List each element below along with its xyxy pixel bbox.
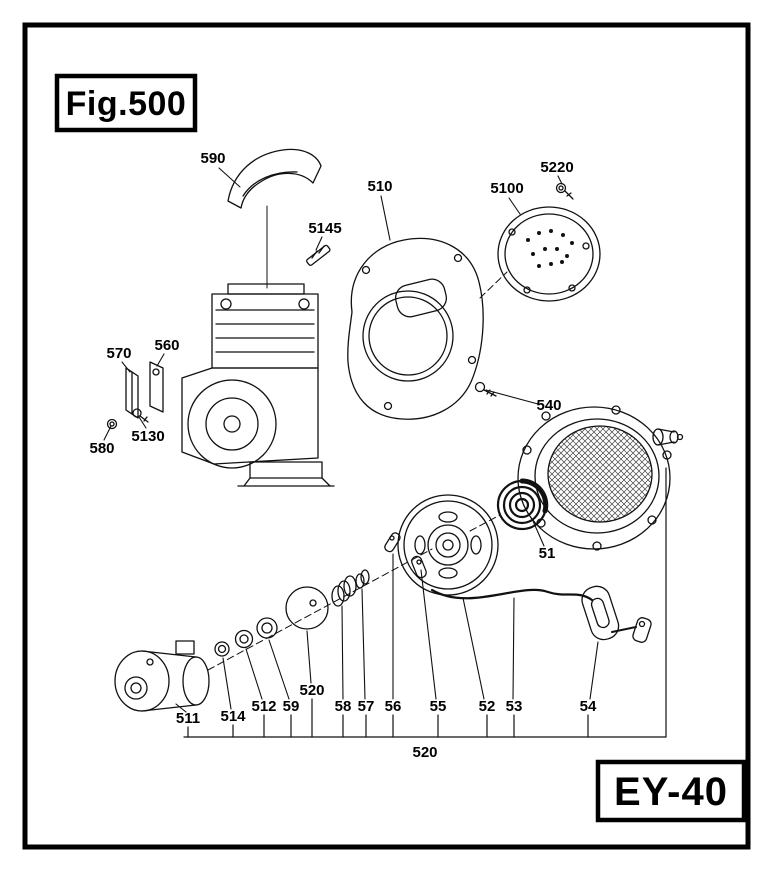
part-label-520: 520 [299, 682, 324, 699]
group-bracket [183, 467, 667, 738]
part-handle [581, 585, 652, 643]
part-label-580: 580 [89, 440, 114, 457]
part-spiral-spring [496, 478, 549, 531]
figure-label-box: Fig.500 [54, 73, 198, 133]
part-label-570: 570 [106, 345, 131, 362]
group-label-520: 520 [412, 744, 437, 761]
part-label-55: 55 [430, 698, 447, 715]
part-label-59: 59 [283, 698, 300, 715]
part-label-57: 57 [358, 698, 375, 715]
part-label-5145: 5145 [308, 220, 341, 237]
model-label-box: EY-40 [595, 759, 747, 823]
part-label-512: 512 [251, 698, 276, 715]
part-bolt-540 [474, 381, 497, 397]
part-engine-block [181, 283, 335, 487]
figure-label: Fig.500 [66, 85, 187, 123]
part-fan-plate [497, 206, 601, 302]
part-blower-housing [347, 237, 484, 420]
part-bracket-570 [125, 367, 139, 419]
part-label-5220: 5220 [540, 159, 573, 176]
part-spring-57 [355, 569, 370, 589]
part-label-56: 56 [385, 698, 402, 715]
leader-lines [103, 167, 599, 713]
part-pawl-55 [411, 555, 427, 579]
part-bracket-560 [149, 361, 164, 413]
part-label-560: 560 [154, 337, 179, 354]
part-label-511: 511 [176, 710, 200, 727]
part-screw-set [306, 244, 331, 266]
part-plate-520 [285, 586, 329, 630]
part-bolt-5130 [132, 408, 149, 423]
part-label-590: 590 [200, 150, 225, 167]
page-border [22, 22, 751, 850]
part-spring-58 [331, 575, 357, 607]
part-washer-59 [256, 617, 278, 639]
part-muffler [114, 640, 210, 712]
part-washer-512 [234, 629, 254, 649]
part-starter-rope [430, 588, 594, 602]
part-label-52: 52 [479, 698, 496, 715]
part-label-540: 540 [536, 397, 561, 414]
part-pawl-56 [384, 532, 401, 553]
part-nut-514 [214, 641, 230, 657]
part-bolt-580 [106, 418, 118, 430]
part-starter-pulley [397, 494, 499, 596]
assembly-axes [207, 271, 508, 671]
part-label-514: 514 [220, 708, 246, 725]
rope-guide [652, 428, 684, 446]
part-starter-case [517, 405, 684, 551]
part-label-54: 54 [580, 698, 597, 715]
part-air-shroud-cover [227, 148, 322, 289]
part-label-5130: 5130 [131, 428, 164, 445]
part-label-58: 58 [335, 698, 352, 715]
part-bolt-5220 [555, 182, 574, 200]
part-label-53: 53 [506, 698, 523, 715]
model-label: EY-40 [614, 770, 728, 814]
part-label-51: 51 [539, 545, 556, 562]
part-label-510: 510 [367, 178, 392, 195]
part-label-5100: 5100 [490, 180, 523, 197]
